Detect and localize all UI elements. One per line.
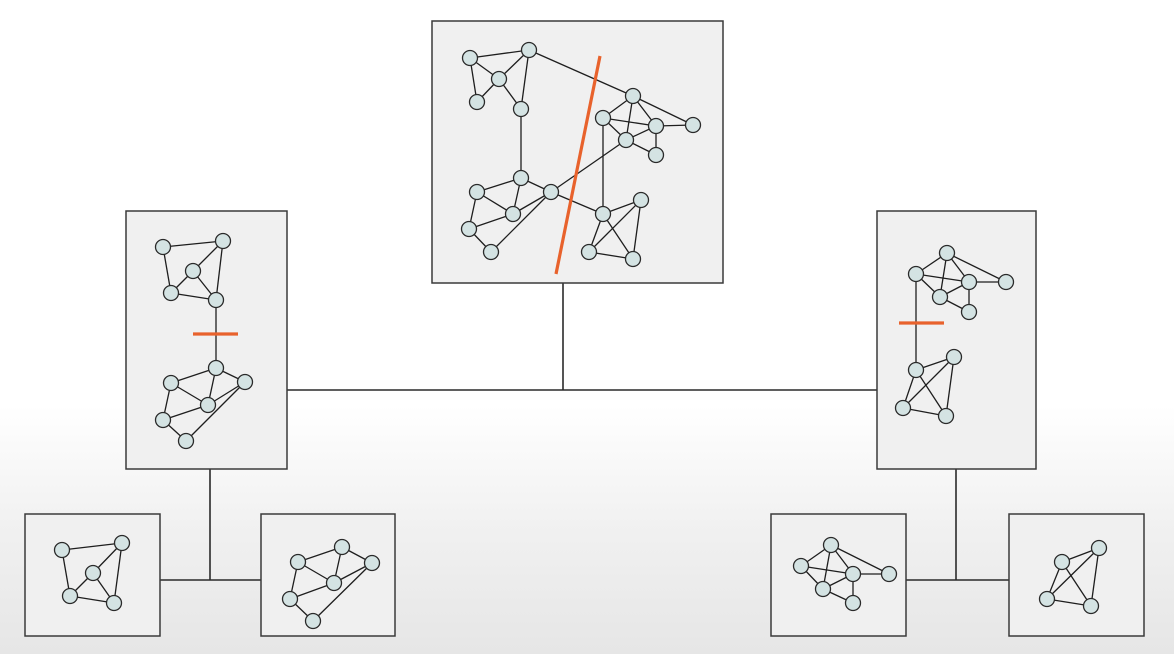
node: [907, 265, 925, 283]
node: [281, 590, 299, 608]
tree-connectors: [160, 283, 1009, 581]
node: [632, 191, 650, 209]
node: [520, 41, 538, 59]
node: [1082, 597, 1100, 615]
node: [113, 534, 131, 552]
node: [1038, 590, 1056, 608]
graph-left-a-panel: [24, 513, 161, 637]
node: [844, 594, 862, 612]
node: [468, 183, 486, 201]
node: [931, 288, 949, 306]
node: [162, 374, 180, 392]
node: [214, 232, 232, 250]
node: [460, 220, 478, 238]
graph-root-cut-line: [554, 55, 602, 275]
graph-root: [431, 20, 724, 284]
node: [105, 594, 123, 612]
node: [938, 244, 956, 262]
node: [945, 348, 963, 366]
graph-left-b-nodes: [281, 538, 381, 630]
node: [907, 361, 925, 379]
node: [512, 169, 530, 187]
node: [1090, 539, 1108, 557]
node: [594, 109, 612, 127]
node: [624, 250, 642, 268]
graph-left-a: [24, 513, 161, 637]
node: [177, 432, 195, 450]
node: [84, 564, 102, 582]
graph-right-panel: [876, 210, 1037, 470]
node: [504, 205, 522, 223]
node: [594, 205, 612, 223]
node: [512, 100, 530, 118]
node: [325, 574, 343, 592]
node: [461, 49, 479, 67]
node: [482, 243, 500, 261]
node: [207, 291, 225, 309]
graph-root-nodes: [460, 41, 702, 268]
graph-root-panel: [431, 20, 724, 284]
node: [647, 117, 665, 135]
node: [154, 238, 172, 256]
node: [647, 146, 665, 164]
graph-right-a-nodes: [792, 536, 898, 612]
node: [997, 273, 1015, 291]
node: [814, 580, 832, 598]
node: [53, 541, 71, 559]
node: [236, 373, 254, 391]
graph-left: [125, 210, 288, 470]
node: [184, 262, 202, 280]
graph-right-b: [1008, 513, 1145, 637]
graph-left-nodes: [154, 232, 254, 450]
node: [580, 243, 598, 261]
graph-right-a: [770, 513, 907, 637]
node: [199, 396, 217, 414]
graph-right-b-panel: [1008, 513, 1145, 637]
node: [542, 183, 560, 201]
graph-left-b-panel: [260, 513, 396, 637]
node: [880, 565, 898, 583]
node: [363, 554, 381, 572]
graph-right-b-nodes: [1038, 539, 1108, 615]
node: [162, 284, 180, 302]
node: [468, 93, 486, 111]
node: [1053, 553, 1071, 571]
node: [289, 553, 307, 571]
node: [304, 612, 322, 630]
node: [960, 273, 978, 291]
node: [937, 407, 955, 425]
node: [207, 359, 225, 377]
node: [960, 303, 978, 321]
node: [617, 131, 635, 149]
node: [894, 399, 912, 417]
node: [490, 70, 508, 88]
graph-left-b: [260, 513, 396, 637]
node: [822, 536, 840, 554]
graph-left-panel: [125, 210, 288, 470]
node: [792, 557, 810, 575]
node: [844, 565, 862, 583]
graph-left-a-nodes: [53, 534, 131, 612]
node: [684, 116, 702, 134]
node: [624, 87, 642, 105]
node: [154, 411, 172, 429]
node: [333, 538, 351, 556]
graph-right: [876, 210, 1037, 470]
node: [61, 587, 79, 605]
graph-right-nodes: [894, 244, 1015, 425]
